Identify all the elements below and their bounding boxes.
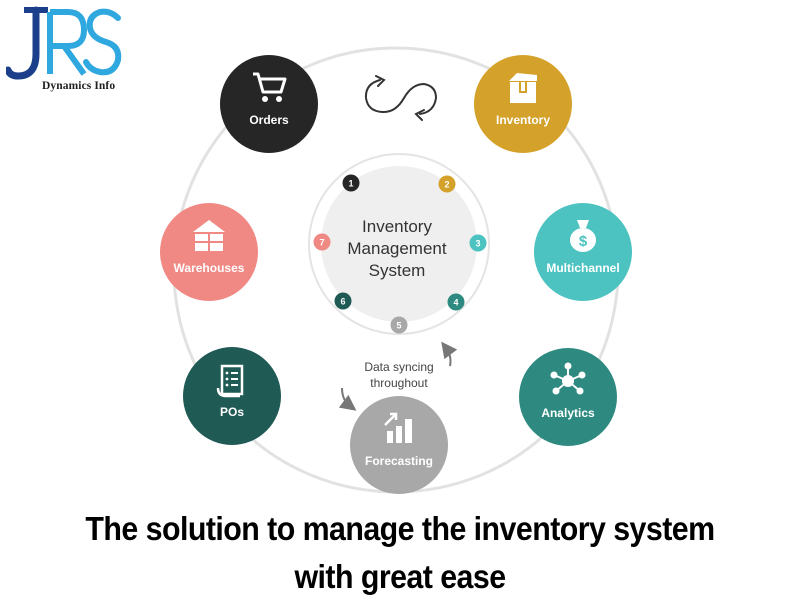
step-badge-5: 5	[390, 316, 408, 334]
shopping-cart-icon	[253, 72, 287, 102]
node-warehouses-label: Warehouses	[174, 261, 245, 275]
center-disc	[321, 166, 477, 322]
sync-arrow-left-icon	[338, 387, 357, 411]
node-orders-circle	[220, 55, 318, 153]
caption-line-2: with great ease	[294, 558, 506, 595]
node-analytics-label: Analytics	[541, 406, 595, 420]
loop-arrows-icon	[364, 75, 438, 121]
step-badge-6: 6	[334, 292, 352, 310]
step-badge-number: 2	[444, 180, 449, 190]
node-orders-label: Orders	[249, 113, 289, 127]
sync-arrow-right-icon	[441, 341, 458, 367]
node-pos-label: POs	[220, 405, 244, 419]
node-inventory-circle	[474, 55, 572, 153]
center-title-line-1: Inventory	[362, 217, 432, 236]
node-warehouses: Warehouses	[160, 203, 258, 301]
jrs-logo-icon	[4, 6, 122, 80]
step-badges: 1 2 3 4 5 6 7	[313, 174, 487, 334]
company-logo: Dynamics Info	[4, 4, 136, 96]
warehouse-icon	[193, 220, 225, 251]
sync-label: Data syncing throughout	[364, 360, 433, 390]
network-icon	[550, 362, 586, 395]
step-badge-number: 5	[396, 321, 401, 331]
logo-tagline: Dynamics Info	[42, 80, 116, 92]
center-title: Inventory Management System	[347, 217, 447, 280]
money-bag-icon: $	[570, 220, 596, 252]
step-badge-4: 4	[447, 293, 465, 311]
center-title-line-2: Management	[347, 239, 447, 258]
node-forecasting-label: Forecasting	[365, 454, 433, 468]
node-inventory-label: Inventory	[496, 113, 550, 127]
step-badge-number: 6	[340, 297, 345, 307]
caption-line-1: The solution to manage the inventory sys…	[85, 510, 715, 547]
node-warehouses-circle	[160, 203, 258, 301]
step-badge-1: 1	[342, 174, 360, 192]
step-badge-number: 1	[348, 179, 353, 189]
growth-chart-icon	[384, 412, 412, 443]
node-forecasting-circle	[350, 396, 448, 494]
node-analytics-circle	[519, 348, 617, 446]
node-forecasting: Forecasting	[350, 396, 448, 494]
node-inventory: Inventory	[474, 55, 572, 153]
node-multichannel: $ Multichannel	[534, 203, 632, 301]
sync-label-line-2: throughout	[370, 376, 428, 390]
sync-label-line-1: Data syncing	[364, 360, 433, 374]
step-badge-3: 3	[469, 234, 487, 252]
node-multichannel-label: Multichannel	[546, 261, 619, 275]
center-title-line-3: System	[369, 261, 426, 280]
step-badge-number: 7	[319, 238, 324, 248]
step-badge-2: 2	[438, 175, 456, 193]
node-pos: POs	[183, 347, 281, 445]
node-orders: Orders	[220, 55, 318, 153]
step-badge-number: 3	[475, 239, 480, 249]
document-list-icon	[216, 364, 244, 398]
step-badge-number: 4	[453, 298, 458, 308]
svg-text:$: $	[579, 233, 588, 250]
box-icon	[509, 73, 537, 103]
node-analytics: Analytics	[519, 348, 617, 446]
step-badge-7: 7	[313, 233, 331, 251]
